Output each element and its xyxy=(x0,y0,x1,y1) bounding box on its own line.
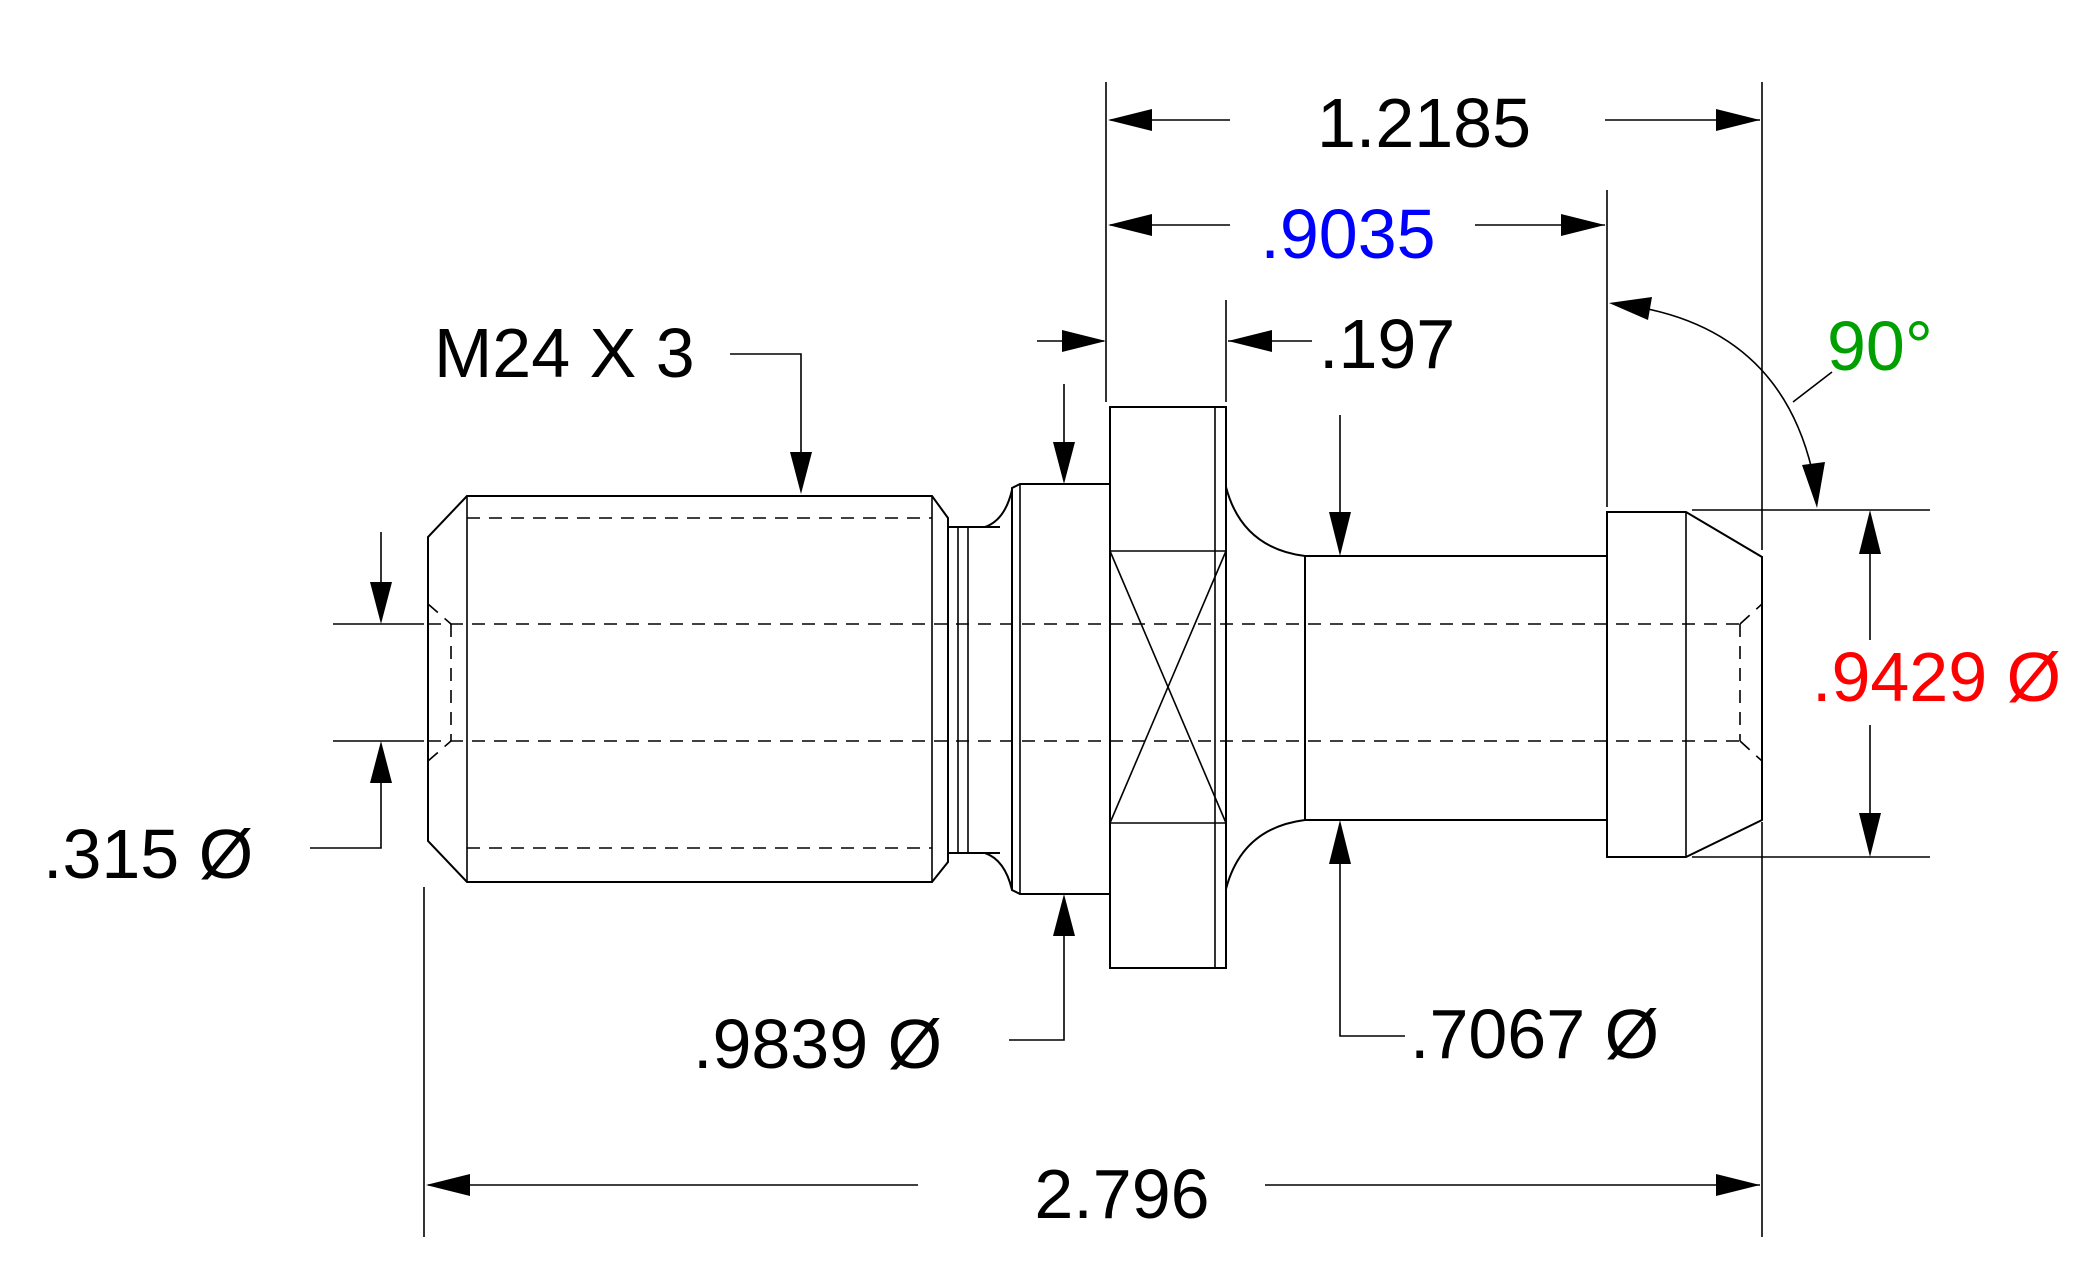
bore-chamfer-left-bottom xyxy=(427,740,452,762)
part-outline xyxy=(427,406,1763,969)
angle-arc xyxy=(1642,307,1813,471)
leader-thread xyxy=(730,353,802,452)
arrow-9035-right xyxy=(1561,214,1605,236)
bore-chamfer-left-top xyxy=(427,603,452,625)
groove-fillet-bottom xyxy=(984,852,1013,891)
arrow-7067-top xyxy=(1329,512,1351,556)
head-outline xyxy=(1606,511,1763,858)
label-2796: 2.796 xyxy=(1034,1155,1209,1233)
shank-fillet-bottom xyxy=(1225,819,1306,890)
label-7067: .7067 Ø xyxy=(1410,995,1659,1073)
collar-outline xyxy=(1011,483,1111,895)
arrow-2796-left xyxy=(426,1174,470,1196)
leader-9839 xyxy=(1009,936,1065,1041)
leader-angle xyxy=(1792,371,1833,403)
label-197: .197 xyxy=(1319,305,1455,383)
arrow-angle-top xyxy=(1609,297,1652,320)
arrow-2796-right xyxy=(1716,1174,1760,1196)
arrow-1-2185-right xyxy=(1716,109,1760,131)
label-9035: .9035 xyxy=(1260,195,1435,273)
dimension-labels: 1.2185 .9035 .197 90° M24 X 3 .9429 Ø .3… xyxy=(43,84,2061,1233)
thread-section-outline xyxy=(427,495,949,883)
arrow-9035-left xyxy=(1108,214,1152,236)
flange-wrench-flat-diagonal-2 xyxy=(1109,550,1227,824)
arrow-1-2185-left xyxy=(1108,109,1152,131)
bore-chamfer-right-top xyxy=(1739,603,1763,625)
flange-outline xyxy=(1109,406,1227,969)
dimension-lines xyxy=(310,109,1881,1196)
arrow-angle-bottom xyxy=(1802,462,1825,508)
label-9839: .9839 Ø xyxy=(693,1005,942,1083)
shank-fillet-top xyxy=(1225,486,1306,557)
arrow-9839-bottom xyxy=(1053,894,1075,936)
label-9429: .9429 Ø xyxy=(1812,638,2061,716)
arrow-thread xyxy=(790,452,812,494)
arrow-315-bottom xyxy=(370,741,392,783)
leader-7067 xyxy=(1339,864,1405,1037)
label-1-2185: 1.2185 xyxy=(1317,84,1531,162)
arrow-9429-bottom xyxy=(1859,813,1881,857)
leader-315 xyxy=(310,783,382,849)
arrow-315-top xyxy=(370,582,392,624)
hidden-lines xyxy=(427,517,1763,849)
arrow-9839-top xyxy=(1053,442,1075,484)
arrow-7067-bottom xyxy=(1329,820,1351,864)
arrow-197-left xyxy=(1062,330,1106,352)
groove-fillet-top xyxy=(984,489,1013,528)
label-angle: 90° xyxy=(1827,307,1933,385)
groove-outline xyxy=(947,518,1000,862)
label-thread: M24 X 3 xyxy=(434,314,695,392)
extension-lines xyxy=(333,82,1930,1237)
arrow-197-right xyxy=(1228,330,1272,352)
label-315: .315 Ø xyxy=(43,815,253,893)
bore-chamfer-right-bottom xyxy=(1739,740,1763,762)
arrow-9429-top xyxy=(1859,510,1881,554)
